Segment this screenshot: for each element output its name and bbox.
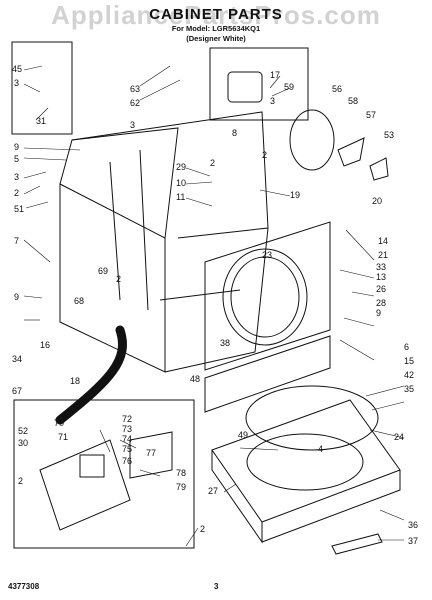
callout-56: 56 <box>332 84 342 94</box>
callout-3c: 3 <box>270 96 275 106</box>
document-number: 4377308 <box>8 582 40 591</box>
callout-79: 79 <box>176 482 186 492</box>
callout-21: 21 <box>378 250 388 260</box>
callout-5: 5 <box>14 154 19 164</box>
callout-3: 3 <box>14 78 19 88</box>
callout-20: 20 <box>372 196 382 206</box>
rear-foot <box>369 157 389 181</box>
thermostat-assembly <box>227 71 263 103</box>
callout-51: 51 <box>14 204 24 214</box>
callout-45: 45 <box>12 64 22 74</box>
callout-75: 75 <box>122 444 132 454</box>
callout-9c: 9 <box>376 308 381 318</box>
cabinet-body <box>59 111 269 373</box>
idler-pulley <box>337 137 365 167</box>
gas-supply-tube <box>55 325 127 425</box>
burner-assembly <box>39 439 131 531</box>
leader-lines <box>23 65 405 547</box>
callout-10: 10 <box>176 178 186 188</box>
callout-19: 19 <box>290 190 300 200</box>
callout-7: 7 <box>14 236 19 246</box>
callout-38: 38 <box>220 338 230 348</box>
callout-69: 69 <box>98 266 108 276</box>
callout-53: 53 <box>384 130 394 140</box>
page-title: CABINET PARTS <box>149 6 283 23</box>
callout-6: 6 <box>404 342 409 352</box>
callout-34: 34 <box>12 354 22 364</box>
drive-belt <box>289 109 335 171</box>
callout-76: 76 <box>122 456 132 466</box>
callout-3d: 3 <box>14 172 19 182</box>
callout-9b: 9 <box>14 292 19 302</box>
callout-27: 27 <box>208 486 218 496</box>
callout-31: 31 <box>36 116 46 126</box>
color-line: (Designer White) <box>186 34 246 43</box>
callout-71: 71 <box>58 432 68 442</box>
callout-8: 8 <box>232 128 237 138</box>
callout-18: 18 <box>70 376 80 386</box>
callout-42: 42 <box>404 370 414 380</box>
callout-35: 35 <box>404 384 414 394</box>
callout-26: 26 <box>376 284 386 294</box>
callout-57: 57 <box>366 110 376 120</box>
callout-2b: 2 <box>14 188 19 198</box>
callout-58: 58 <box>348 96 358 106</box>
callout-36: 36 <box>408 520 418 530</box>
callout-23: 23 <box>262 250 272 260</box>
callout-4: 4 <box>318 444 323 454</box>
callout-74: 74 <box>122 434 132 444</box>
callout-72: 72 <box>122 414 132 424</box>
toe-panel <box>204 335 331 413</box>
callout-15: 15 <box>404 356 414 366</box>
callout-3b: 3 <box>130 120 135 130</box>
callout-77: 77 <box>146 448 156 458</box>
inset-box-top-right <box>209 47 309 121</box>
callout-13: 13 <box>376 272 386 282</box>
gas-valve <box>79 454 105 478</box>
callout-14: 14 <box>378 236 388 246</box>
callout-68: 68 <box>74 296 84 306</box>
callout-2e: 2 <box>200 524 205 534</box>
callout-48: 48 <box>190 374 200 384</box>
base-assembly <box>211 385 401 544</box>
callout-73: 73 <box>122 424 132 434</box>
callout-52: 52 <box>18 426 28 436</box>
callout-28: 28 <box>376 298 386 308</box>
callout-9a: 9 <box>14 142 19 152</box>
callout-49: 49 <box>238 430 248 440</box>
callout-67: 67 <box>12 386 22 396</box>
callout-17: 17 <box>270 70 280 80</box>
front-panel <box>204 221 331 371</box>
callout-33: 33 <box>376 262 386 272</box>
callout-24: 24 <box>394 432 404 442</box>
callout-78: 78 <box>176 468 186 478</box>
callout-2a: 2 <box>262 150 267 160</box>
valve-coils <box>129 431 173 479</box>
page-number: 3 <box>214 582 219 591</box>
leveling-leg <box>331 533 383 555</box>
callout-63: 63 <box>130 84 140 94</box>
watermark: AppliancePartsPros.com <box>51 0 381 30</box>
callout-70: 70 <box>54 418 64 428</box>
model-line: For Model: LGR5634KQ1 <box>171 24 261 33</box>
inset-box-top-left <box>11 41 73 135</box>
callout-37: 37 <box>408 536 418 546</box>
callout-59: 59 <box>284 82 294 92</box>
callout-2f: 2 <box>18 476 23 486</box>
callout-30: 30 <box>18 438 28 448</box>
inset-box-bottom-left <box>13 399 195 549</box>
callout-2d: 2 <box>116 274 121 284</box>
callout-16: 16 <box>40 340 50 350</box>
callout-2c: 2 <box>210 158 215 168</box>
callout-11: 11 <box>176 192 185 202</box>
callout-29: 29 <box>176 162 186 172</box>
callout-62: 62 <box>130 98 140 108</box>
callout-labels: 45 3 31 63 62 3 17 59 3 56 58 57 53 8 2 … <box>12 64 418 546</box>
